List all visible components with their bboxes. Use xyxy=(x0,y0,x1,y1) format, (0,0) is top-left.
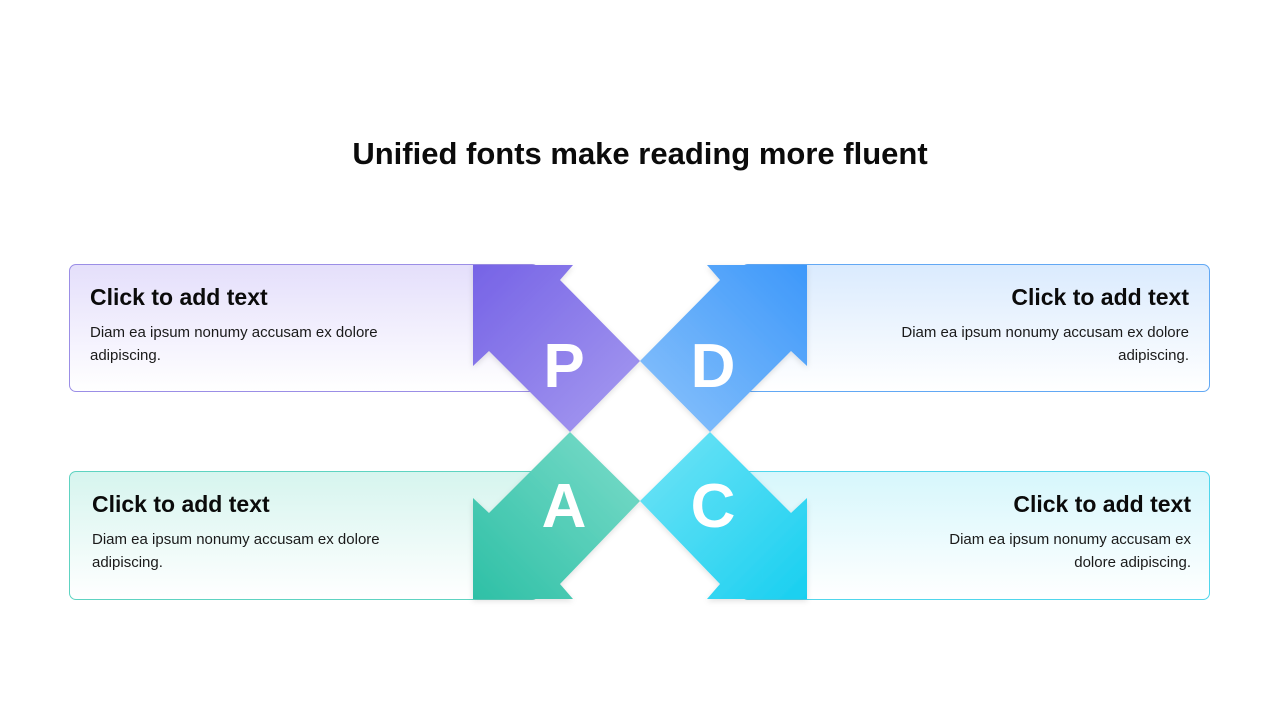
card-heading[interactable]: Click to add text xyxy=(90,284,268,310)
card-check[interactable]: Click to add text Diam ea ipsum nonumy a… xyxy=(741,471,1210,600)
letter-d: D xyxy=(691,332,736,401)
letter-c: C xyxy=(691,472,736,541)
letter-p: P xyxy=(543,332,584,401)
card-do[interactable]: Click to add text Diam ea ipsum nonumy a… xyxy=(741,264,1210,392)
card-body[interactable]: Diam ea ipsum nonumy accusam ex dolore a… xyxy=(92,531,380,571)
arrow-do xyxy=(640,265,807,432)
card-heading[interactable]: Click to add text xyxy=(1011,284,1189,310)
card-body[interactable]: Diam ea ipsum nonumy accusam ex dolore a… xyxy=(901,324,1189,364)
card-heading[interactable]: Click to add text xyxy=(92,491,270,517)
card-heading[interactable]: Click to add text xyxy=(1013,491,1191,517)
letter-a: A xyxy=(542,472,587,541)
arrow-check xyxy=(640,432,807,599)
card-body[interactable]: Diam ea ipsum nonumy accusam ex dolore a… xyxy=(949,531,1191,571)
card-act[interactable]: Click to add text Diam ea ipsum nonumy a… xyxy=(69,471,539,600)
arrow-act xyxy=(473,432,640,599)
arrow-plan xyxy=(473,265,640,432)
card-body[interactable]: Diam ea ipsum nonumy accusam ex dolore a… xyxy=(90,324,378,364)
page-title: Unified fonts make reading more fluent xyxy=(352,136,928,171)
card-plan[interactable]: Click to add text Diam ea ipsum nonumy a… xyxy=(69,264,539,392)
